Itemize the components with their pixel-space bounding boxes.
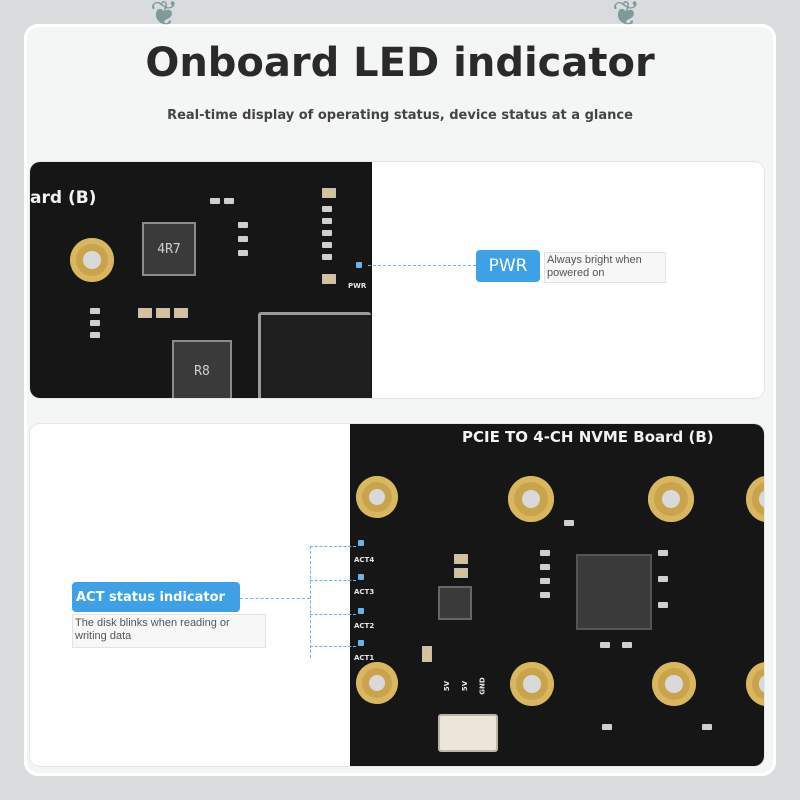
act4-led [358,540,364,546]
leader-line [240,598,310,599]
leader-line [368,265,476,266]
power-header-connector [438,714,498,752]
pwr-description-line1: Always bright when [547,254,642,266]
mounting-hole [356,476,398,518]
page-subtitle: Real-time display of operating status, d… [167,108,633,123]
pad [540,564,550,570]
mounting-hole [510,662,554,706]
act-description: The disk blinks when reading or writing … [72,614,266,648]
pad [90,320,100,326]
smd-part [322,188,336,198]
silk-5v-a: 5V [443,680,452,692]
pad [540,578,550,584]
smd-part [322,274,336,284]
smd-part [422,646,432,662]
pad [322,254,332,260]
mounting-hole [652,662,696,706]
pad [238,250,248,256]
act1-led [358,640,364,646]
pad [238,222,248,228]
pad [658,576,668,582]
pad [224,198,234,204]
pad [90,308,100,314]
leader-line [310,546,356,547]
pad [540,592,550,598]
leader-line [310,646,356,647]
board-label: PCIE TO 4-CH NVME Board (B) [462,428,714,446]
pad [540,550,550,556]
leader-line [310,546,311,658]
inductor-r8: R8 [172,340,232,398]
mounting-hole [648,476,694,522]
silk-act4: ACT4 [354,556,375,564]
smd-part [156,308,170,318]
pwr-description-line2: powered on [547,267,605,279]
mounting-hole [356,662,398,704]
silk-act1: ACT1 [354,654,375,662]
dc-jack [258,312,371,398]
mounting-hole [508,476,554,522]
board-label-partial: ard (B) [30,188,97,208]
smd-part [454,568,468,578]
pwr-tag: PWR [476,250,540,282]
pad [602,724,612,730]
silk-act3: ACT3 [354,588,375,596]
pad [322,218,332,224]
small-ic [438,586,472,620]
pad [564,520,574,526]
pad [322,242,332,248]
leader-line [310,580,356,581]
leader-line [310,614,356,615]
silk-pwr: PWR [348,282,367,290]
act-description-line1: The disk blinks when reading or [75,617,230,629]
smd-part [138,308,152,318]
pad [210,198,220,204]
pwr-led-panel: ard (B) 4R7 R8 PWR PWR Always bright whe… [30,162,764,398]
inductor-4r7: 4R7 [142,222,196,276]
silk-5v-b: 5V [461,680,470,692]
smd-part [454,554,468,564]
pad [622,642,632,648]
silk-gnd: GND [478,677,487,695]
mounting-hole [746,476,764,522]
act-led-panel: PCIE TO 4-CH NVME Board (B) ACT4 ACT3 AC… [30,424,764,766]
silk-act2: ACT2 [354,622,375,630]
pad [322,230,332,236]
act-tag: ACT status indicator [72,582,240,612]
pad [702,724,712,730]
pad [322,206,332,212]
mounting-hole [70,238,114,282]
controller-chip [576,554,652,630]
pwr-description: Always bright when powered on [544,252,666,283]
act2-led [358,608,364,614]
cloud-ornament-left-icon: ❦ [150,0,179,33]
smd-part [174,308,188,318]
pad [238,236,248,242]
pcb-photo-act: PCIE TO 4-CH NVME Board (B) ACT4 ACT3 AC… [350,424,764,766]
pad [658,602,668,608]
act-description-line2: writing data [75,630,132,642]
act3-led [358,574,364,580]
cloud-ornament-right-icon: ❦ [612,0,641,33]
pcb-photo-pwr: ard (B) 4R7 R8 PWR [30,162,372,398]
pad [90,332,100,338]
pwr-led [356,262,362,268]
pad [600,642,610,648]
pad [658,550,668,556]
page-title: Onboard LED indicator [145,40,655,86]
mounting-hole [746,662,764,706]
